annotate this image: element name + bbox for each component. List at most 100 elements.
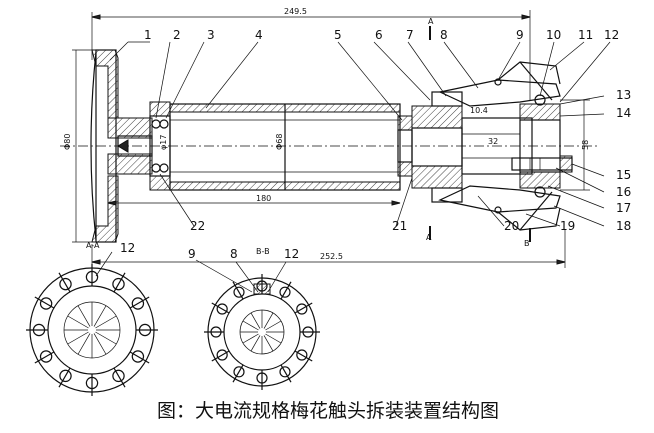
finger-slot [131,350,145,363]
finger-slot [279,366,291,378]
push-sleeve: 10.4 32 58 [461,99,590,191]
finger-spoke [250,335,261,352]
figure-caption: 图：大电流规格梅花触头拆装装置结构图 [157,400,499,422]
part-number-2: 2 [173,28,181,42]
finger-tab [113,367,126,388]
finger-spoke [250,312,261,329]
finger-spoke [242,320,259,331]
part-number-18: 18 [616,219,631,233]
finger-slot [233,286,245,298]
finger-spoke [77,305,91,327]
right-height-label: 58 [581,140,590,150]
finger-slot [112,369,125,383]
mid-view-callout-9: 9 [188,247,196,261]
finger-spoke [93,305,107,327]
part-number-8: 8 [440,28,448,42]
main-cylinder: Φ68 [169,103,401,191]
finger-tab [232,281,244,300]
lower-clamp-arm [438,185,561,231]
finger-spoke [242,333,259,344]
finger-tab [294,302,313,314]
left-height-label: Φ80 [63,134,72,150]
mid-view-label: B-B [256,247,270,256]
part-number-21: 21 [392,219,407,233]
finger-slot [59,277,72,291]
part-number-labels: 1 2 3 4 5 6 7 8 9 10 11 12 13 14 15 16 1… [144,28,631,233]
finger-slot [216,349,228,361]
finger-slot [216,303,228,315]
finger-slot [233,366,245,378]
svg-text:Φ68: Φ68 [275,134,284,150]
finger-slot [296,303,308,315]
cut-a-top: A [428,17,434,26]
part-number-16: 16 [616,185,631,199]
part-number-1: 1 [144,28,152,42]
part-number-15: 15 [616,168,631,182]
finger-slot [112,277,125,291]
finger-tab [113,272,126,293]
finger-tab [211,302,230,314]
part-number-13: 13 [616,88,631,102]
overall-dimension: 249.5 A [91,7,531,100]
part-number-3: 3 [207,28,215,42]
part-number-4: 4 [255,28,263,42]
part-number-22: 22 [190,219,205,233]
finger-tab [129,351,150,364]
handwheel: Φ80 [63,49,153,243]
finger-spoke [265,320,282,331]
finger-tab [58,367,71,388]
body-length-dimension: 180 [107,194,401,206]
finger-tab [58,272,71,293]
mid-view-callout-12: 12 [284,247,299,261]
overall-length-label: 249.5 [284,7,307,16]
leaders-top [109,41,611,227]
finger-spoke [263,335,274,352]
section-view-left: A-A 12 [26,241,158,396]
svg-text:φ17: φ17 [159,135,168,150]
finger-spoke [93,333,107,355]
finger-spoke [265,333,282,344]
finger-spoke [77,333,91,355]
bottom-length-label: 252.5 [320,252,343,261]
part-number-19: 19 [560,219,575,233]
section-view-mid: B-B 9 8 12 [188,247,320,390]
cut-a-bottom: A [426,233,432,242]
finger-tab [129,296,150,309]
finger-tab [280,281,292,300]
finger-slot [296,349,308,361]
part-number-5: 5 [334,28,342,42]
finger-slot [279,286,291,298]
part-number-6: 6 [375,28,383,42]
section-markers: A B [426,26,531,248]
finger-slot [131,297,145,310]
part-number-14: 14 [616,106,631,120]
part-number-20: 20 [504,219,519,233]
finger-spoke [95,315,117,329]
mid-view-callout-8: 8 [230,247,238,261]
inner-width-label: 32 [488,137,498,146]
body-length-label: 180 [256,194,271,203]
bottom-dimension: 252.5 [91,230,566,268]
svg-text:10.4: 10.4 [470,106,488,115]
adjust-screw [511,155,573,173]
left-view-callout-12: 12 [120,241,135,255]
finger-tab [232,364,244,383]
part-number-12: 12 [604,28,619,42]
cut-b-bottom: B [524,239,530,248]
finger-slot [59,369,72,383]
finger-spoke [95,331,117,345]
finger-tab [34,296,55,309]
left-view-label: A-A [86,241,100,250]
finger-tab [280,364,292,383]
finger-slot [39,350,53,363]
part-number-17: 17 [616,201,631,215]
finger-tab [34,351,55,364]
finger-tab [211,350,230,362]
front-flange [397,91,463,203]
finger-slot [39,297,53,310]
part-number-7: 7 [406,28,414,42]
part-number-11: 11 [578,28,593,42]
part-number-10: 10 [546,28,561,42]
